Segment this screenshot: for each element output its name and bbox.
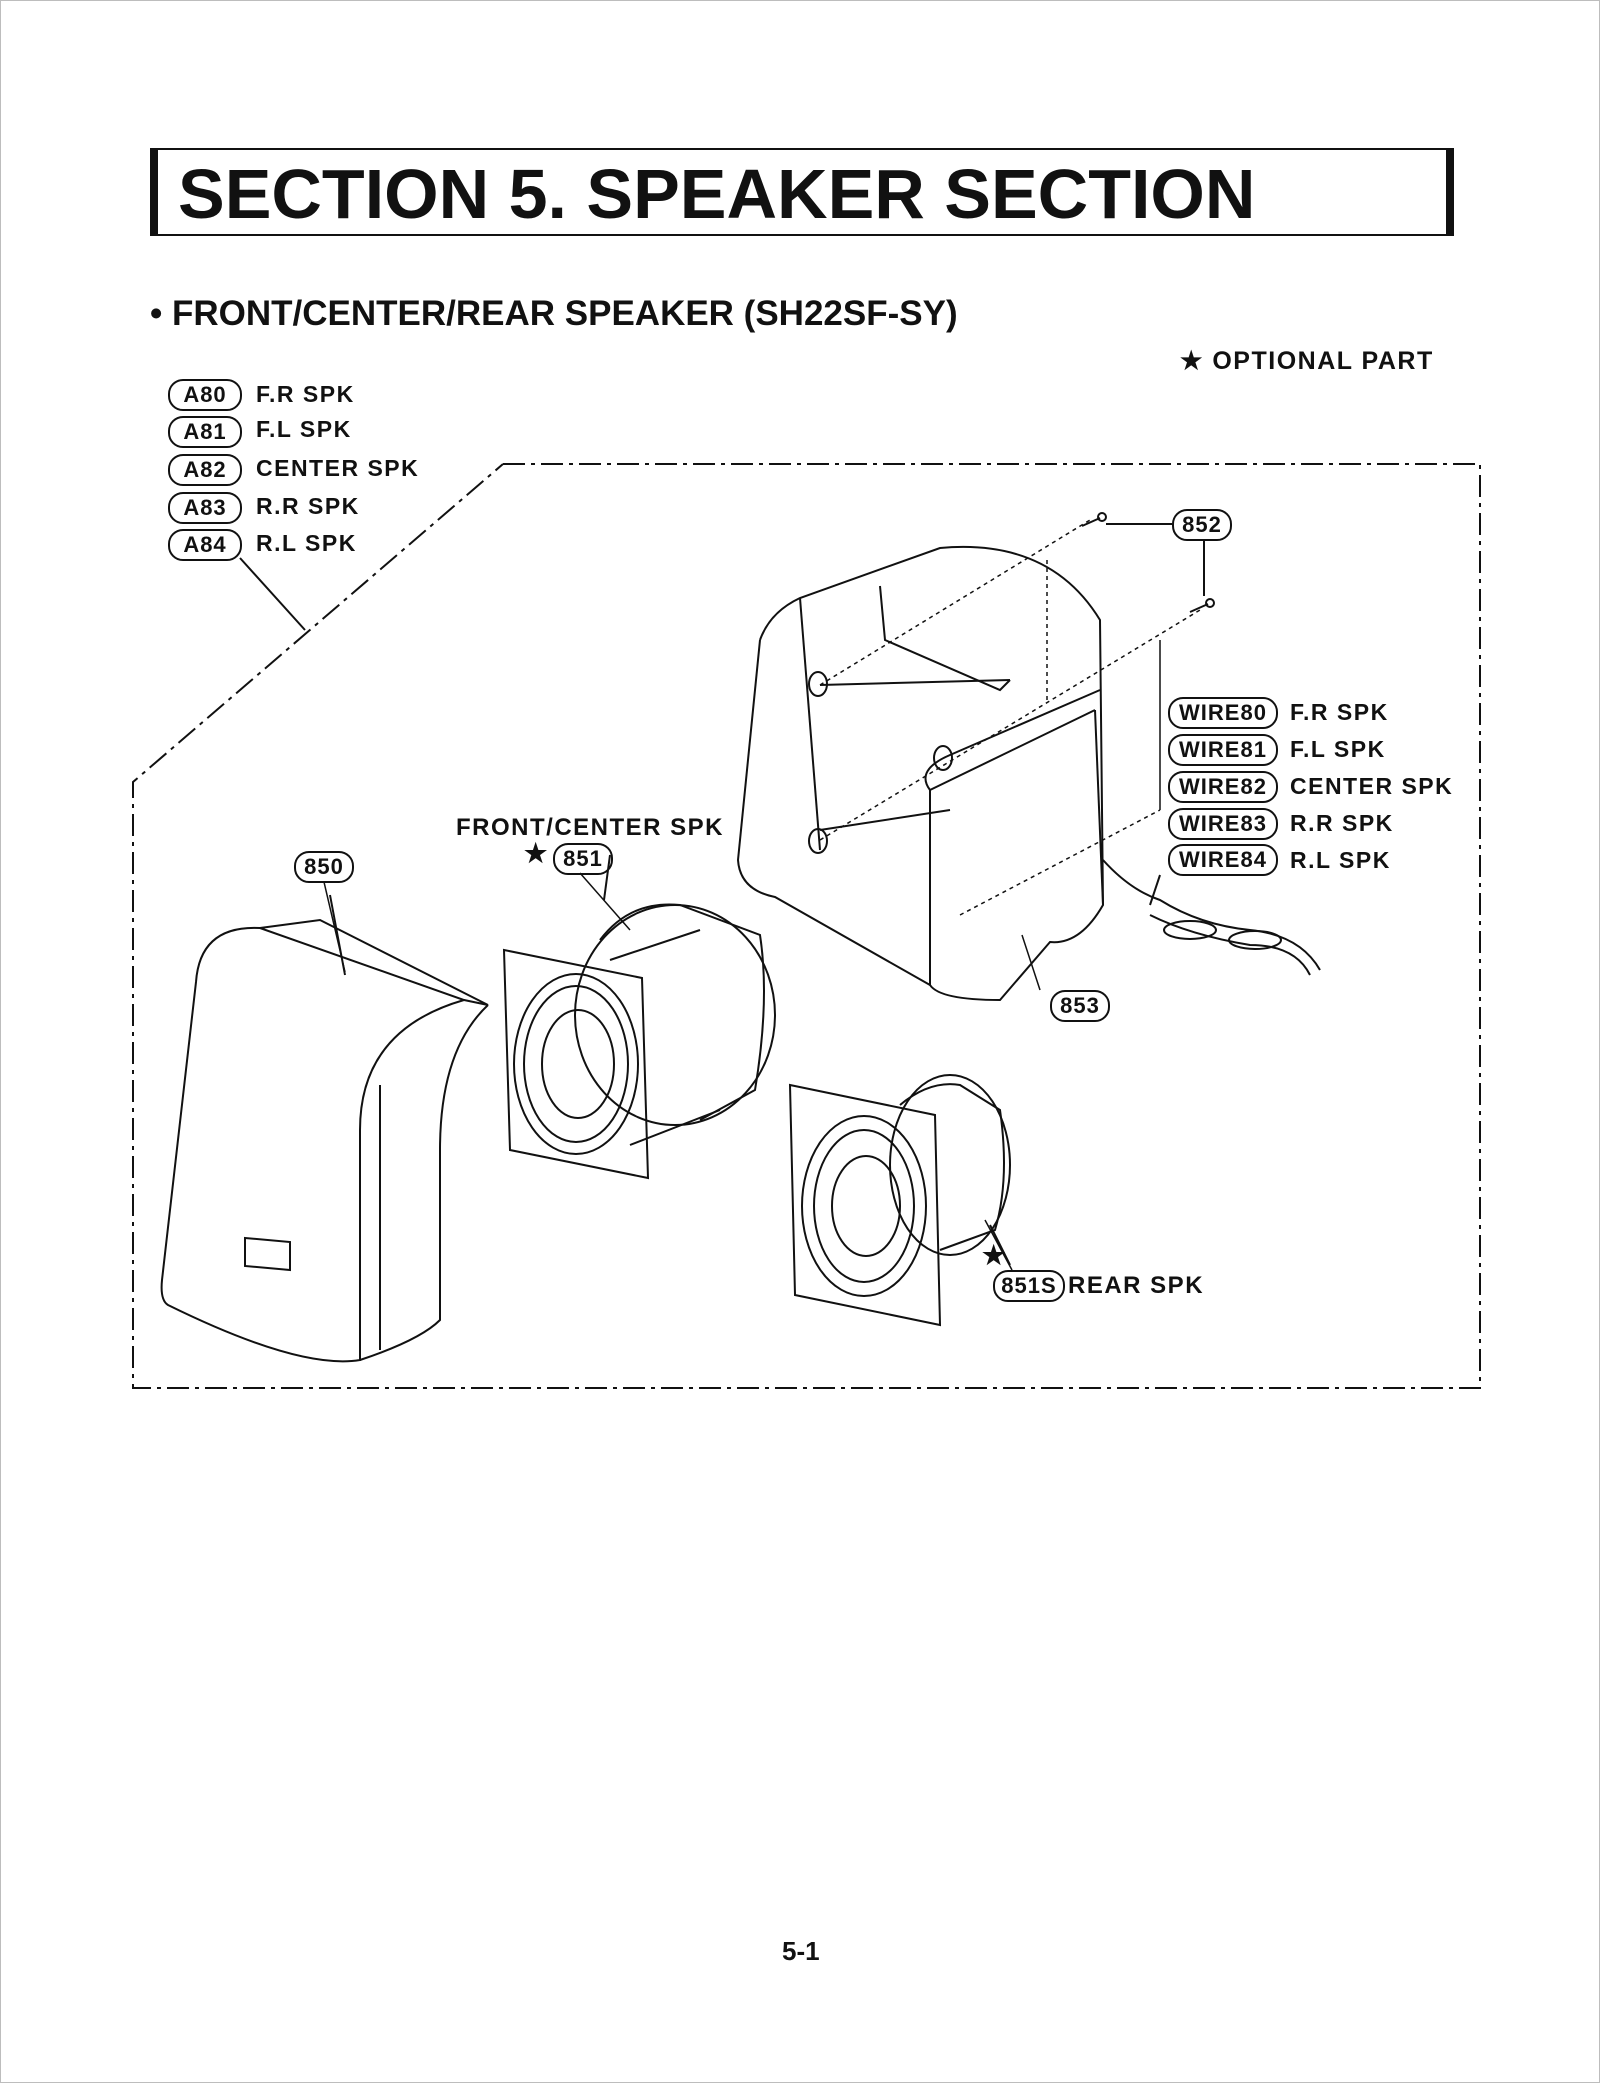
legend-leader-line [239,557,306,631]
connector-label-a80: F.R SPK [256,381,355,407]
wire-code-wire84: WIRE84 [1168,844,1278,876]
connector-label-a82: CENTER SPK [256,455,420,481]
wire-code-wire81: WIRE81 [1168,734,1278,766]
page-number: 5-1 [782,1936,820,1966]
connector-code-a83: A83 [168,492,242,524]
connector-code-a81: A81 [168,416,242,448]
section-bar-right [1446,148,1454,236]
rear-spk-label: REAR SPK [1068,1272,1205,1299]
front-center-spk-label: FRONT/CENTER SPK [456,814,725,841]
section-header: SECTION 5. SPEAKER SECTION [150,148,1454,236]
connector-label-a83: R.R SPK [256,493,360,519]
wire-code-wire83: WIRE83 [1168,808,1278,840]
optional-star-851: ★ [524,838,549,868]
speaker-driver-851s [788,1074,1011,1327]
connector-label-a81: F.L SPK [256,416,352,442]
dashed-leaders [819,519,1201,916]
wire-code-wire80: WIRE80 [1168,697,1278,729]
wire-label-wire83: R.R SPK [1290,810,1394,836]
section-bar-left [150,148,158,236]
wire-label-wire80: F.R SPK [1290,699,1389,725]
connector-label-a84: R.L SPK [256,530,357,556]
connector-code-a82: A82 [168,454,242,486]
optional-part-note: ★ OPTIONAL PART [1180,347,1434,375]
part-851s-callout: 851S [993,1270,1065,1302]
wire-label-wire81: F.L SPK [1290,736,1386,762]
connector-code-a80: A80 [168,379,242,411]
wire-code-wire82: WIRE82 [1168,771,1278,803]
part-853-callout: 853 [1050,990,1110,1022]
wire-label-wire84: R.L SPK [1290,847,1391,873]
mounting-bracket-853 [736,545,1321,1002]
callout-leaders [323,640,1161,1271]
part-852-callout: 852 [1172,509,1232,541]
diagram-subtitle: • FRONT/CENTER/REAR SPEAKER (SH22SF-SY) [150,294,958,333]
screws-852 [1081,512,1215,613]
section-title: SECTION 5. SPEAKER SECTION [178,155,1256,233]
connector-code-a84: A84 [168,529,242,561]
speaker-driver-851 [502,854,776,1180]
speaker-cabinet-850 [160,894,489,1363]
wire-label-wire82: CENTER SPK [1290,773,1454,799]
dashed-boundary [132,463,1481,1389]
part-851-callout: 851 [553,843,613,875]
